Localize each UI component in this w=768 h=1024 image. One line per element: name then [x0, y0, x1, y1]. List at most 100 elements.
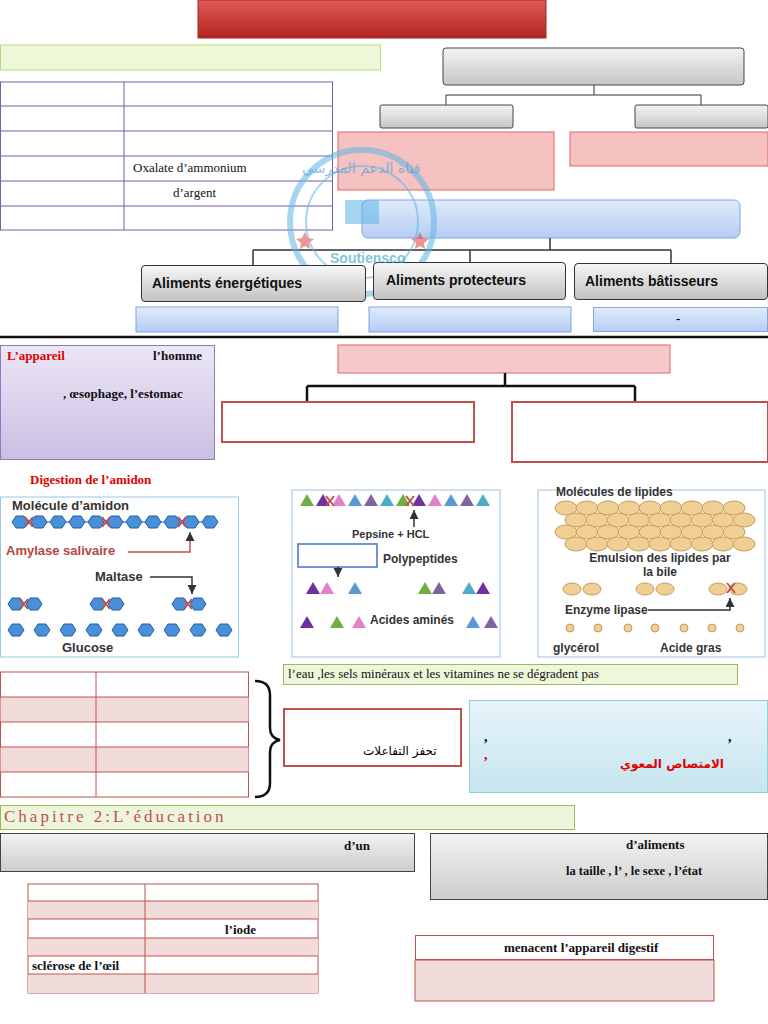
definition-box: d’un	[0, 833, 415, 872]
figure-label: Emulsion des lipides par la bile	[585, 551, 735, 579]
node-text: ,	[484, 729, 488, 745]
image-frame	[538, 490, 765, 657]
empty-box	[380, 105, 513, 128]
empty-box	[570, 132, 768, 166]
stamp-icon	[345, 200, 379, 224]
amino-triangle	[320, 582, 334, 594]
table-row	[28, 938, 318, 956]
empty-box	[298, 544, 377, 567]
glucose-hexagon	[216, 624, 232, 636]
amino-triangle	[484, 616, 498, 628]
node-text: , œsophage, l’estomac	[63, 386, 183, 402]
stamp-star	[296, 232, 429, 249]
lipid-ellipse	[656, 583, 674, 595]
scissors-mark	[727, 583, 735, 593]
tree-line	[446, 85, 701, 105]
glucose-hexagon	[8, 624, 24, 636]
header-box: menacent l’appareil digestif	[415, 935, 714, 960]
figure-label: Molécules de lipides	[556, 485, 673, 499]
amino-triangle	[466, 616, 480, 628]
glucose-hexagon	[145, 516, 161, 528]
lipid-ellipse	[709, 583, 727, 595]
node-text: الامتصاص المعوي	[620, 757, 724, 771]
amino-triangle	[476, 582, 490, 594]
title-bar	[198, 0, 546, 38]
amino-triangle	[418, 582, 432, 594]
amino-triangle	[428, 494, 442, 506]
table-grid	[0, 672, 248, 797]
node-text: ,	[484, 747, 488, 763]
empty-box	[443, 48, 744, 85]
node-text: l’eau ,les sels minéraux et les vitamine…	[288, 666, 599, 682]
amino-triangle	[476, 494, 490, 506]
empty-box	[415, 960, 714, 1001]
glycerol-dot	[624, 624, 632, 632]
scissors-mark	[20, 599, 192, 609]
node-text: la taille , l’ , le sexe , l’état	[566, 864, 702, 879]
glucose-hexagon	[50, 516, 66, 528]
tree-line	[307, 373, 635, 402]
enzyme-label: Amylase salivaire	[6, 543, 115, 558]
table-row	[28, 974, 318, 993]
table-cell: sclérose de l’œil	[32, 958, 119, 974]
node-text: d’un	[344, 838, 370, 854]
glucose-hexagon	[138, 624, 154, 636]
food-group-box: Aliments bâtisseurs	[574, 263, 768, 300]
figure-label: glycérol	[553, 641, 599, 655]
glucose-hexagon	[190, 624, 206, 636]
node-text: تحفز التفاعلات	[363, 744, 437, 758]
section-band	[1, 45, 381, 70]
amino-triangle	[300, 616, 314, 628]
table-row	[1, 697, 249, 722]
glucose-hexagon	[164, 624, 180, 636]
lipid-ellipse	[563, 583, 581, 595]
arrow-line	[648, 598, 730, 610]
table-grid	[28, 884, 318, 993]
scissors-mark	[25, 517, 186, 527]
amino-triangle	[380, 494, 394, 506]
factors-box: d’aliments la taille , l’ , le sexe , l’é…	[430, 833, 768, 900]
node-text: l’homme	[153, 348, 202, 364]
empty-box	[369, 307, 571, 332]
table-cell: d’argent	[173, 185, 216, 201]
glycerol-dot	[736, 624, 744, 632]
amino-triangle	[348, 494, 362, 506]
watermark: قناة الدعم المدرسي	[302, 160, 420, 176]
empty-box	[338, 345, 670, 373]
node-text: d’aliments	[626, 837, 685, 853]
table-grid	[0, 82, 333, 230]
glucose-hexagon	[126, 516, 142, 528]
scissors-mark	[326, 496, 414, 506]
lipid-ellipse	[691, 537, 713, 551]
glucose-hexagon	[86, 624, 102, 636]
curly-bracket	[255, 681, 280, 797]
table-row	[28, 901, 318, 919]
table-row	[1, 747, 249, 772]
tree-line	[253, 238, 671, 265]
glycerol-dot	[566, 624, 574, 632]
food-group-box: Aliments protecteurs	[373, 262, 566, 300]
amino-triangle	[330, 616, 344, 628]
answer-box: -	[593, 307, 768, 332]
lipid-ellipse	[670, 537, 692, 551]
glycerol-dot	[651, 624, 659, 632]
stamp-ring	[306, 166, 418, 278]
glucose-hexagon	[202, 516, 218, 528]
glycerol-dot	[708, 624, 716, 632]
amino-triangle	[352, 616, 366, 628]
node-text: Aliments protecteurs	[386, 272, 526, 288]
image-frame	[1, 497, 239, 657]
image-frame	[292, 490, 500, 657]
glycerol-dot	[594, 624, 602, 632]
lipid-ellipse	[712, 537, 734, 551]
lipid-ellipse	[733, 537, 755, 551]
enzyme-label: Enzyme lipase	[565, 603, 648, 617]
empty-table	[1, 672, 249, 797]
node-text: ,	[728, 729, 732, 745]
glycerol-dot	[680, 624, 688, 632]
section-label: Digestion de l’amidon	[30, 472, 151, 488]
glucose-hexagon	[34, 624, 50, 636]
figure-label: Molécule d’amidon	[12, 498, 129, 513]
separator-line	[0, 336, 768, 339]
lipid-ellipse	[586, 537, 608, 551]
